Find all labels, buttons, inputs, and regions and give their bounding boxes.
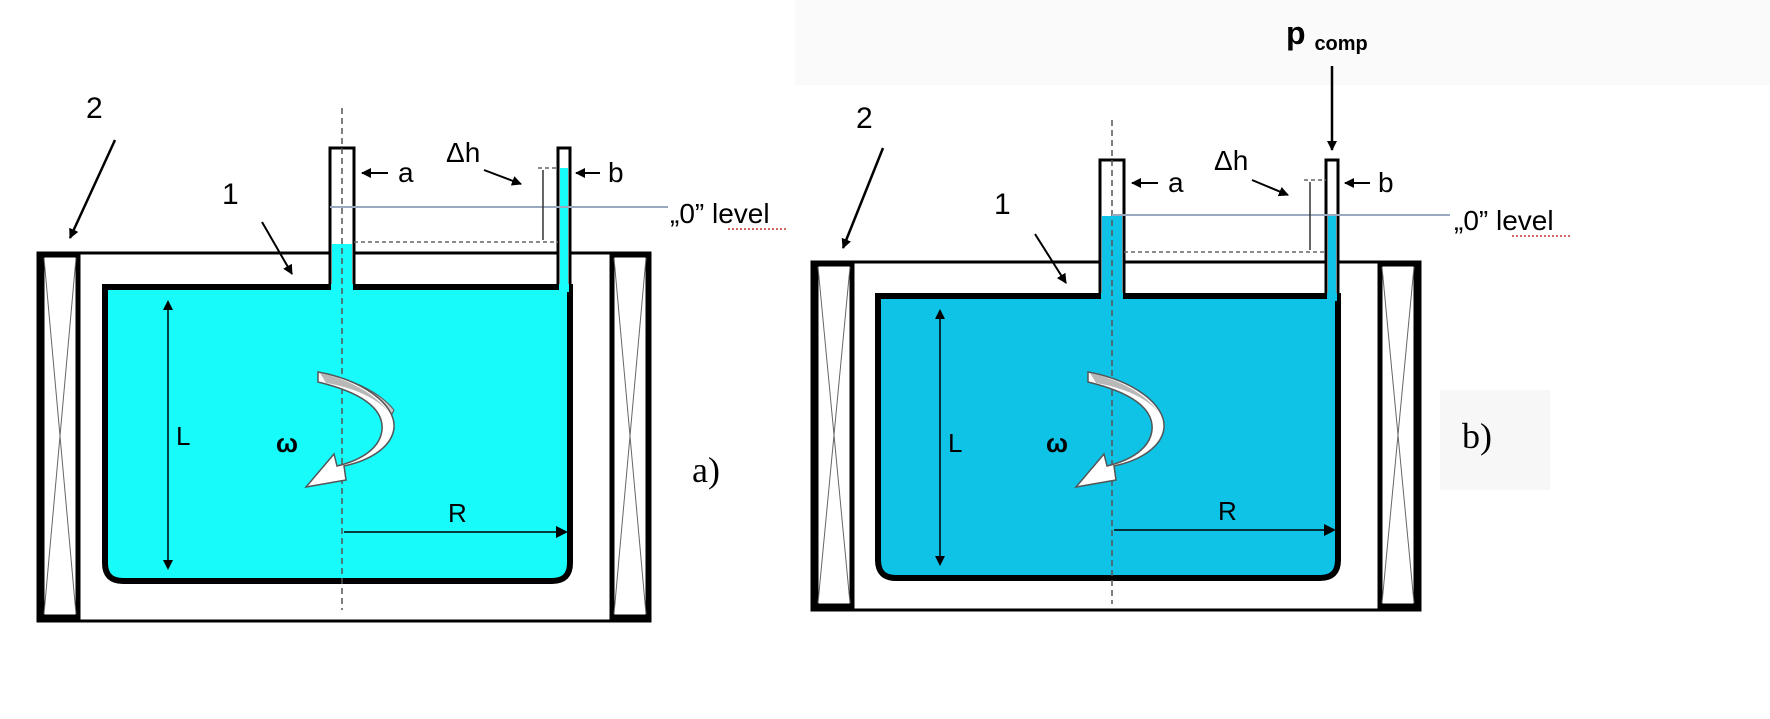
housing-label: 2 [86, 92, 103, 125]
tube-b-fluid [1328, 216, 1336, 298]
delta-h-callout-arrow [1251, 179, 1289, 197]
housing-winding-right [609, 252, 651, 620]
p-comp-base: p [1286, 15, 1306, 51]
container-callout-arrow [1034, 233, 1067, 284]
tube-b-fluid [560, 168, 568, 289]
housing-winding-left [813, 261, 855, 609]
length-label: L [176, 421, 190, 451]
container-label: 1 [222, 178, 239, 211]
radius-label: R [448, 498, 467, 528]
housing-winding-right [1377, 261, 1419, 609]
fluid-body [875, 293, 1341, 581]
p-comp-label: p comp [1286, 15, 1368, 55]
delta-h-label: Δh [446, 137, 480, 168]
housing-callout-arrow [841, 147, 885, 249]
container-callout-arrow [261, 221, 293, 275]
tube-b-label: b [608, 157, 624, 188]
container-label: 1 [994, 188, 1011, 221]
delta-h-callout-arrow [483, 169, 522, 186]
panel-a: 2 1 a b Δh „0” level L R ω a) [36, 92, 788, 623]
tube-a-fluid [1102, 216, 1122, 299]
panel-b: 2 1 a b Δh „0” level L R ω p comp b) [795, 0, 1770, 612]
tube-b-junction [1327, 293, 1337, 301]
tube-a-label: a [1168, 167, 1184, 198]
omega-label: ω [276, 428, 298, 458]
housing-label: 2 [856, 102, 873, 135]
panel-label: a) [692, 450, 720, 490]
fluid-body [102, 284, 573, 584]
delta-h-label: Δh [1214, 145, 1248, 176]
zero-level-label: „0” level [670, 198, 770, 229]
housing-winding-left [39, 252, 81, 620]
rotation-arrow [304, 371, 395, 489]
panel-label: b) [1462, 416, 1492, 456]
tube-a-fluid [332, 244, 352, 290]
tube-a-label: a [398, 157, 414, 188]
zero-level-label: „0” level [1454, 205, 1554, 236]
tube-b-label: b [1378, 167, 1394, 198]
tube-b-junction [559, 284, 569, 292]
length-label: L [948, 428, 962, 458]
p-comp-sub: comp [1314, 33, 1367, 55]
omega-label: ω [1046, 428, 1068, 458]
housing-callout-arrow [68, 139, 117, 239]
rotation-arrow [1074, 371, 1165, 489]
tube-a-junction [1101, 293, 1123, 301]
radius-label: R [1218, 496, 1237, 526]
